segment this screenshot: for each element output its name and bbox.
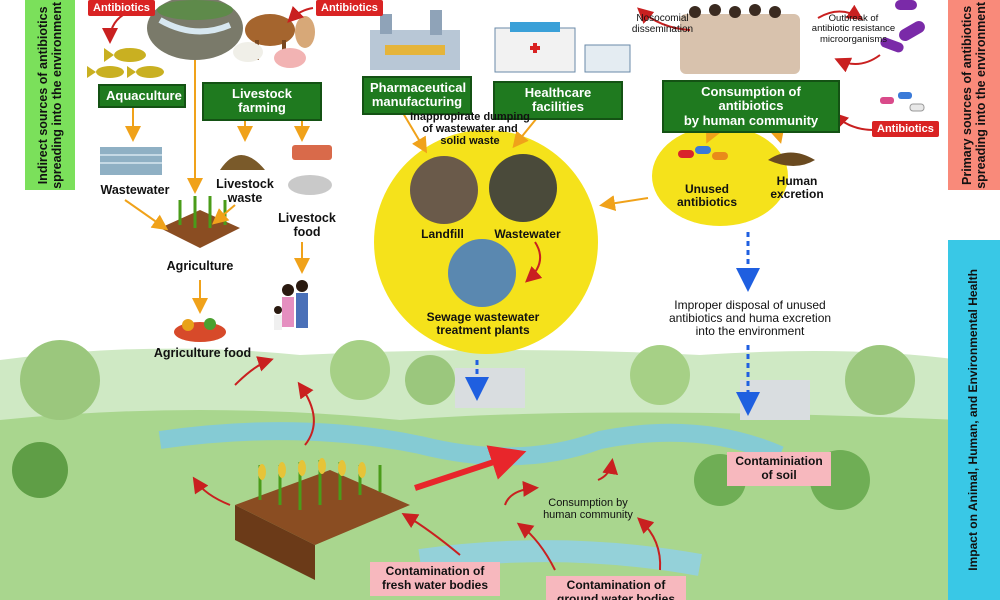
- wastewater-pond-icon: [100, 147, 162, 175]
- hospital-icon: [494, 22, 631, 73]
- unused-pills-icon: [678, 146, 728, 160]
- family-icon: [274, 280, 308, 330]
- pills-icon: [880, 92, 925, 112]
- landfill-icon: [410, 156, 478, 224]
- antibiotics-tag-livestock: Antibiotics: [316, 0, 383, 16]
- antibiotics-tag-aquaculture: Antibiotics: [88, 0, 155, 16]
- aquaculture-box: Aquaculture: [98, 84, 186, 109]
- aquaculture-scene-icon: [147, 0, 243, 60]
- excretion-icon: [768, 152, 815, 166]
- livestock-farming-box: Livestock farming: [202, 82, 322, 121]
- big-red-arrow: [414, 445, 527, 491]
- antibiotics-tag-human: Antibiotics: [872, 121, 939, 137]
- landfill-label: Landfill: [421, 227, 464, 241]
- wastewater-center-label: Wastewater: [494, 227, 561, 241]
- wastewater-pipe-icon: [489, 154, 557, 222]
- pharmaceutical-factory-icon: [370, 10, 460, 70]
- blue-arrows: [465, 232, 760, 416]
- agriculture-food-icon: [174, 318, 226, 342]
- human-community-icon: [680, 4, 800, 74]
- agriculture-label: Agriculture: [166, 259, 234, 273]
- livestock-food-icon: [288, 145, 332, 195]
- healthcare-facilities-box: Healthcare facilities: [493, 81, 623, 120]
- wastewater-label: Wastewater: [100, 183, 170, 197]
- fish-icon: [87, 48, 164, 78]
- livestock-waste-icon: [220, 155, 265, 170]
- livestock-animals-icon: [233, 14, 315, 68]
- agriculture-food-label: Agriculture food: [153, 346, 252, 360]
- sewage-plant-icon: [448, 239, 516, 307]
- crop-field-icon: [235, 458, 410, 580]
- bacteria-icon: [880, 0, 925, 53]
- impact-sidebar: Impact on Animal, Human, and Environment…: [948, 240, 1000, 600]
